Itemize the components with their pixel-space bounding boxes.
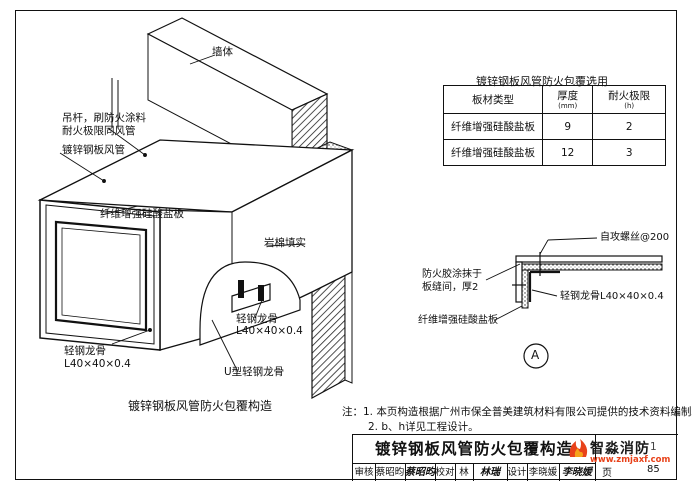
drawing-caption: 镀锌钢板风管防火包覆构造 [128, 399, 273, 413]
table-header-row: 板材类型 厚度(mm) 耐火极限(h) [442, 85, 666, 114]
title-block-title: 镀锌钢板风管防火包覆构造 [353, 435, 596, 464]
table-row: 纤维增强硅酸盐板 12 3 [442, 139, 666, 166]
tb-check-label: 校对 [435, 464, 456, 481]
tb-checker-signature: 林瑞 [473, 464, 508, 481]
label-wall: 墙体 [212, 46, 233, 58]
table-cell: 纤维增强硅酸盐板 [442, 139, 544, 166]
tb-review-label: 审核 [353, 464, 376, 481]
label-keel-a: 轻钢龙骨 [64, 345, 106, 357]
label-board: 纤维增强硅酸盐板 [100, 208, 184, 220]
duct-front [39, 199, 161, 351]
watermark-name: 智淼消防 [590, 441, 650, 457]
table-header: 板材类型 [442, 85, 544, 114]
label-hanger-2: 耐火极限同风管 [62, 125, 136, 137]
label-keel-b: 轻钢龙骨 [236, 313, 278, 325]
table-cell: 12 [542, 139, 594, 166]
detail-board: 纤维增强硅酸盐板 [418, 315, 498, 326]
spec-table: 板材类型 厚度(mm) 耐火极限(h) 纤维增强硅酸盐板 9 2 纤维增强硅酸盐… [442, 85, 666, 166]
note-2: 2. b、h详见工程设计。 [368, 421, 479, 433]
table-row: 纤维增强硅酸盐板 9 2 [442, 113, 666, 140]
detail-a-drawing [485, 237, 663, 369]
label-rockwool: 岩棉填实 [264, 237, 306, 249]
detail-glue-2: 板缝间，厚2 [422, 282, 479, 293]
table-header: 厚度(mm) [542, 85, 594, 114]
page-code: 1 [650, 441, 657, 453]
cutaway [199, 261, 301, 346]
leader-lines [59, 54, 306, 373]
table-cell: 2 [592, 113, 666, 140]
detail-glue-1: 防火胶涂抹于 [422, 269, 482, 280]
tb-reviewer-signature: 蔡昭昀 [405, 464, 436, 481]
note-1: 注：1. 本页构造根据广州市保全普美建筑材料有限公司提供的技术资料编制。 [342, 406, 692, 418]
tb-designer: 李晓媛 [527, 464, 560, 481]
table-cell: 3 [592, 139, 666, 166]
label-duct: 镀锌钢板风管 [62, 144, 125, 156]
tb-reviewer: 蔡昭昀 [375, 464, 406, 481]
flame-logo-icon [569, 439, 588, 457]
tb-checker: 林 [455, 464, 474, 481]
drawing-frame [15, 10, 677, 480]
label-keel-a-size: L40×40×0.4 [64, 358, 131, 370]
table-cell: 9 [542, 113, 594, 140]
label-hanger-1: 吊杆，刷防火涂料 [62, 112, 146, 124]
detail-screw: 自攻螺丝@200 [600, 232, 670, 243]
page-label: 页 [602, 468, 612, 479]
watermark-url: www.zmjaxf.com [590, 455, 671, 465]
table-title: 镀锌钢板风管防火包覆选用 [476, 75, 608, 88]
label-keel-b-size: L40×40×0.4 [236, 325, 303, 337]
table-header: 耐火极限(h) [592, 85, 666, 114]
page-number: 85 [647, 464, 660, 475]
tb-designer-signature: 李晓媛 [559, 464, 596, 481]
tb-design-label: 设计 [507, 464, 528, 481]
detail-keel: 轻钢龙骨L40×40×0.4 [560, 291, 664, 302]
table-cell: 纤维增强硅酸盐板 [442, 113, 544, 140]
label-u-keel: U型轻钢龙骨 [224, 366, 285, 378]
title-block: 镀锌钢板风管防火包覆构造 审核 蔡昭昀 蔡昭昀 校对 林 林瑞 设计 李晓媛 李… [352, 434, 678, 481]
detail-marker: A [531, 348, 540, 362]
